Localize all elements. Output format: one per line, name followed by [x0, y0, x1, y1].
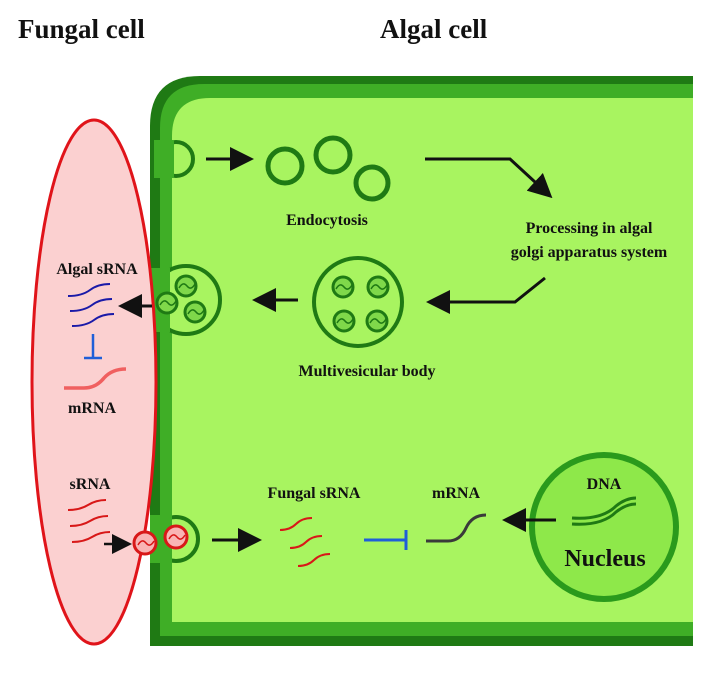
fungal-mrna-strand — [64, 367, 127, 390]
nucleus-label: Nucleus — [564, 546, 645, 572]
fungal-vesicle — [163, 524, 189, 550]
multivesicular-body — [312, 256, 404, 348]
algal-mrna-label: mRNA — [432, 485, 480, 502]
endocytosis-label: Endocytosis — [286, 212, 368, 229]
algal-mrna-strand — [426, 513, 487, 543]
processing-label-line2: golgi apparatus system — [511, 244, 668, 261]
fungal-srna-label: Fungal sRNA — [268, 485, 361, 502]
multivesicular-body-label: Multivesicular body — [298, 363, 435, 380]
exo-vesicle — [155, 291, 179, 315]
dna-label: DNA — [587, 476, 622, 493]
algal-cell-title: Algal cell — [380, 14, 488, 44]
fungal-srna-source-label: sRNA — [70, 476, 111, 493]
fungal-mrna-label: mRNA — [68, 400, 116, 417]
arrow-to-mvb — [426, 276, 546, 314]
mvb-vesicle — [366, 275, 390, 299]
dna-strand — [571, 496, 637, 520]
exocytosis-pocket — [150, 264, 222, 336]
exo-vesicle — [174, 274, 198, 298]
mvb-vesicle — [331, 275, 355, 299]
endocytosis-pocket — [154, 140, 195, 178]
inhibition-symbol-fungal — [84, 334, 102, 360]
fungal-vesicle — [132, 530, 158, 556]
fungal-srna-in-alga — [279, 517, 331, 567]
algal-srna-in-fungus — [67, 283, 115, 327]
dna-strand — [571, 502, 637, 526]
inhibition-symbol-algal — [364, 530, 408, 550]
exo-vesicle — [183, 300, 207, 324]
algal-srna-label: Algal sRNA — [56, 261, 138, 278]
mvb-vesicle — [332, 309, 356, 333]
processing-label-line1: Processing in algal — [526, 220, 653, 237]
fungal-srna-in-fungus — [67, 499, 111, 543]
endocytic-vesicles — [265, 135, 391, 202]
fungal-cell — [30, 118, 158, 646]
nucleus — [529, 452, 679, 602]
arrow-to-golgi — [425, 157, 553, 199]
mvb-vesicle — [365, 309, 389, 333]
fungal-cell-title: Fungal cell — [18, 14, 145, 44]
